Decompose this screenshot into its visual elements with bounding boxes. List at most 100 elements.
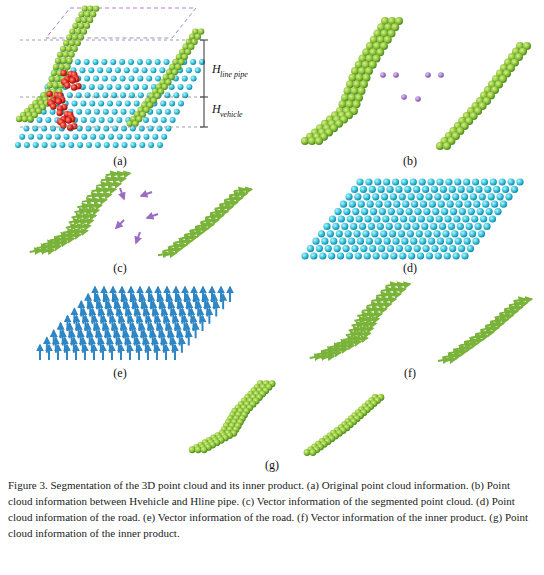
panel-e xyxy=(40,287,230,360)
road-point xyxy=(470,193,477,200)
road-vector xyxy=(208,309,210,324)
road-vector xyxy=(60,323,62,338)
road-point xyxy=(88,67,94,73)
road-point xyxy=(124,67,130,73)
road-vector xyxy=(125,331,127,346)
inner-product-vector xyxy=(385,299,396,301)
road-point xyxy=(466,223,473,230)
road-point xyxy=(426,252,433,259)
road-point xyxy=(378,245,385,252)
road-vector xyxy=(168,323,170,338)
road-vector xyxy=(193,287,195,302)
road-point xyxy=(341,223,348,230)
road-point xyxy=(86,125,92,131)
road-point xyxy=(75,59,81,65)
road-point xyxy=(364,215,371,222)
road-point xyxy=(90,117,96,123)
line-pipe-point xyxy=(55,58,61,64)
road-point xyxy=(374,178,381,185)
road-vector xyxy=(105,294,107,309)
road-point xyxy=(107,117,113,123)
road-point xyxy=(420,201,427,208)
road-vector xyxy=(166,316,168,331)
dimension-line xyxy=(204,40,205,127)
vehicle-point xyxy=(46,91,52,97)
line-pipe-point xyxy=(78,11,84,17)
road-point xyxy=(186,67,192,73)
road-point xyxy=(414,208,421,215)
inner-product-vector xyxy=(330,352,341,354)
line-pipe-point xyxy=(66,58,72,64)
line-pipe-point xyxy=(57,51,63,57)
road-point xyxy=(459,208,466,215)
road-point xyxy=(453,215,460,222)
inner-product-point xyxy=(304,449,311,456)
road-point xyxy=(481,178,488,185)
road-point xyxy=(477,208,484,215)
road-point xyxy=(98,84,104,90)
road-point xyxy=(375,201,382,208)
road-point xyxy=(116,117,122,123)
road-point xyxy=(32,125,38,131)
line-pipe-point xyxy=(49,76,55,82)
line-pipe-point xyxy=(81,28,87,34)
road-point xyxy=(423,208,430,215)
road-point xyxy=(106,67,112,73)
road-point xyxy=(431,186,438,193)
road-point xyxy=(130,142,136,148)
road-point xyxy=(42,142,48,148)
road-point xyxy=(457,223,464,230)
road-point xyxy=(418,215,425,222)
line-pipe-point xyxy=(66,46,72,52)
road-point xyxy=(472,178,479,185)
road-vector xyxy=(127,309,129,324)
road-point xyxy=(120,76,126,82)
line-pipe-vector xyxy=(207,220,218,222)
road-point xyxy=(165,109,171,115)
road-point xyxy=(157,125,163,131)
road-point xyxy=(381,252,388,259)
road-point xyxy=(422,245,429,252)
road-vector xyxy=(91,309,93,324)
road-point xyxy=(425,230,432,237)
road-point xyxy=(360,245,367,252)
road-point xyxy=(346,252,353,259)
road-vector xyxy=(112,287,114,302)
height-line xyxy=(20,40,206,41)
road-point xyxy=(422,186,429,193)
road-vector xyxy=(165,345,167,360)
road-point xyxy=(337,252,344,259)
road-vector xyxy=(118,309,120,324)
road-point xyxy=(482,201,489,208)
road-point xyxy=(68,142,74,148)
inner-product-vector xyxy=(466,344,477,346)
road-vector xyxy=(82,338,84,353)
line-pipe-vector xyxy=(91,205,102,207)
road-point xyxy=(353,230,360,237)
vehicle-point xyxy=(60,70,66,76)
panel-c xyxy=(30,173,252,255)
vehicle-point xyxy=(56,110,62,116)
road-point xyxy=(85,109,91,115)
line-pipe-point xyxy=(81,17,87,23)
line-pipe-point xyxy=(443,142,451,150)
road-point xyxy=(81,134,87,140)
segmented-vector xyxy=(147,214,158,218)
road-vector xyxy=(163,338,165,353)
line-pipe-vector xyxy=(192,233,203,235)
line-pipe-vector xyxy=(43,250,54,252)
road-point xyxy=(453,252,460,259)
road-point xyxy=(494,208,501,215)
road-point xyxy=(419,178,426,185)
road-point xyxy=(350,223,357,230)
road-vector xyxy=(206,302,208,317)
road-point xyxy=(146,76,152,82)
road-point xyxy=(112,125,118,131)
road-vector xyxy=(143,331,145,346)
road-point xyxy=(41,125,47,131)
road-vector xyxy=(114,323,116,338)
road-vector xyxy=(179,331,181,346)
road-vector xyxy=(116,302,118,317)
road-vector xyxy=(197,302,199,317)
panel-label: (e) xyxy=(113,367,126,379)
